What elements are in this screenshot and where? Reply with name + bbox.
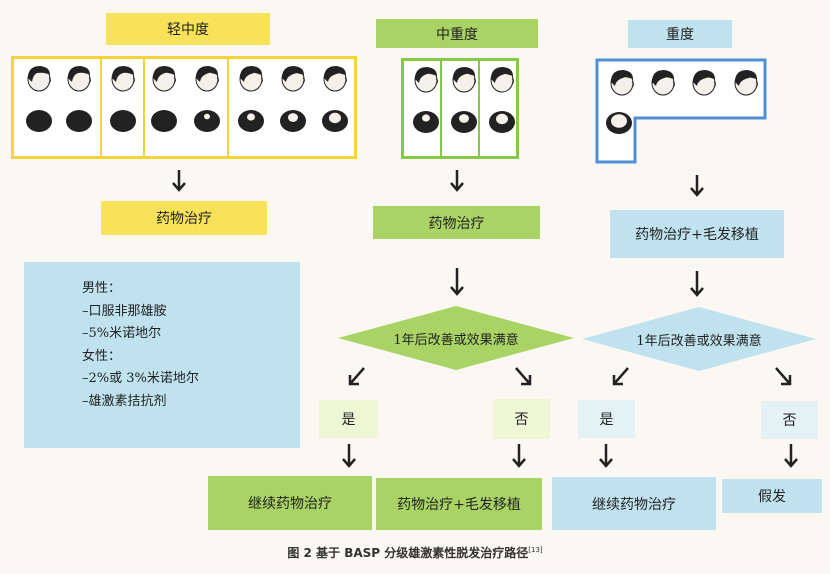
head-illustration <box>448 63 480 95</box>
arrow-down-left-icon <box>612 367 629 386</box>
arrow-down-right-icon <box>775 367 792 386</box>
head-illustration <box>191 62 223 94</box>
severe-no-box: 否 <box>761 401 818 439</box>
moderate-yes-box: 是 <box>319 400 378 438</box>
grid-divider <box>227 59 229 156</box>
head-illustration <box>647 66 679 98</box>
moderate-decision-diamond: 1年后改善或效果满意 <box>336 304 576 372</box>
arrow-down-icon <box>450 268 464 296</box>
head-illustration <box>235 105 267 137</box>
head-illustration <box>319 62 351 94</box>
caption-reference: [13] <box>528 546 543 554</box>
mild-column-title: 轻中度 <box>106 13 270 45</box>
severe-column-title: 重度 <box>628 20 732 48</box>
arrow-down-right-icon <box>515 367 532 386</box>
arrow-down-icon <box>450 170 464 192</box>
moderate-no-result: 药物治疗+毛发移植 <box>376 478 542 530</box>
grid-divider <box>478 61 480 156</box>
head-illustration <box>148 105 180 137</box>
severe-yes-result: 继续药物治疗 <box>552 477 716 530</box>
severe-no-result: 假发 <box>722 479 822 513</box>
grid-divider <box>143 59 145 156</box>
head-illustration <box>410 63 442 95</box>
grid-divider <box>440 61 442 156</box>
head-illustration <box>107 105 139 137</box>
figure-caption: 图 2 基于 BASP 分级雄激素性脱发治疗路径[13] <box>0 544 830 561</box>
male-item: –口服非那雄胺 <box>82 303 167 319</box>
arrow-down-icon <box>599 444 613 468</box>
decision-question: 1年后改善或效果满意 <box>636 333 762 349</box>
head-illustration <box>410 106 442 138</box>
moderate-no-box: 否 <box>493 399 550 439</box>
moderate-column-title: 中重度 <box>376 19 538 48</box>
severe-treatment-box: 药物治疗+毛发移植 <box>610 210 784 258</box>
head-illustration <box>277 105 309 137</box>
head-illustration <box>63 105 95 137</box>
head-illustration <box>191 105 223 137</box>
arrow-down-icon <box>690 271 704 297</box>
head-illustration <box>235 62 267 94</box>
decision-question: 1年后改善或效果满意 <box>393 332 519 348</box>
head-illustration <box>603 107 635 139</box>
head-illustration <box>277 62 309 94</box>
male-heading: 男性： <box>82 281 122 296</box>
grid-divider <box>100 59 102 156</box>
head-illustration <box>486 106 518 138</box>
female-item: –2%或 3%米诺地尔 <box>82 371 199 386</box>
head-illustration <box>486 63 518 95</box>
head-illustration <box>448 106 480 138</box>
head-illustration <box>319 105 351 137</box>
moderate-treatment-box: 药物治疗 <box>373 206 540 239</box>
head-illustration <box>107 62 139 94</box>
caption-text: 图 2 基于 BASP 分级雄激素性脱发治疗路径 <box>287 546 529 560</box>
head-illustration <box>23 105 55 137</box>
arrow-down-icon <box>690 175 704 197</box>
head-illustration <box>23 62 55 94</box>
moderate-yes-result: 继续药物治疗 <box>208 476 372 530</box>
female-item: –雄激素拮抗剂 <box>82 393 167 409</box>
female-heading: 女性： <box>82 348 122 364</box>
mild-treatment-box: 药物治疗 <box>101 201 267 235</box>
arrow-down-icon <box>172 170 186 192</box>
severe-yes-box: 是 <box>578 400 635 438</box>
head-illustration <box>606 66 638 98</box>
male-item: –5%米诺地尔 <box>82 326 162 341</box>
arrow-down-icon <box>784 444 798 468</box>
arrow-down-left-icon <box>348 367 365 386</box>
head-illustration <box>730 66 762 98</box>
arrow-down-icon <box>342 444 356 468</box>
head-illustration <box>688 66 720 98</box>
severe-decision-diamond: 1年后改善或效果满意 <box>580 305 818 373</box>
severe-head-grid <box>595 58 767 164</box>
head-illustration <box>63 62 95 94</box>
arrow-down-icon <box>512 444 526 468</box>
medication-panel: 男性： –口服非那雄胺 –5%米诺地尔 女性： –2%或 3%米诺地尔 –雄激素… <box>24 262 300 448</box>
head-illustration <box>148 62 180 94</box>
